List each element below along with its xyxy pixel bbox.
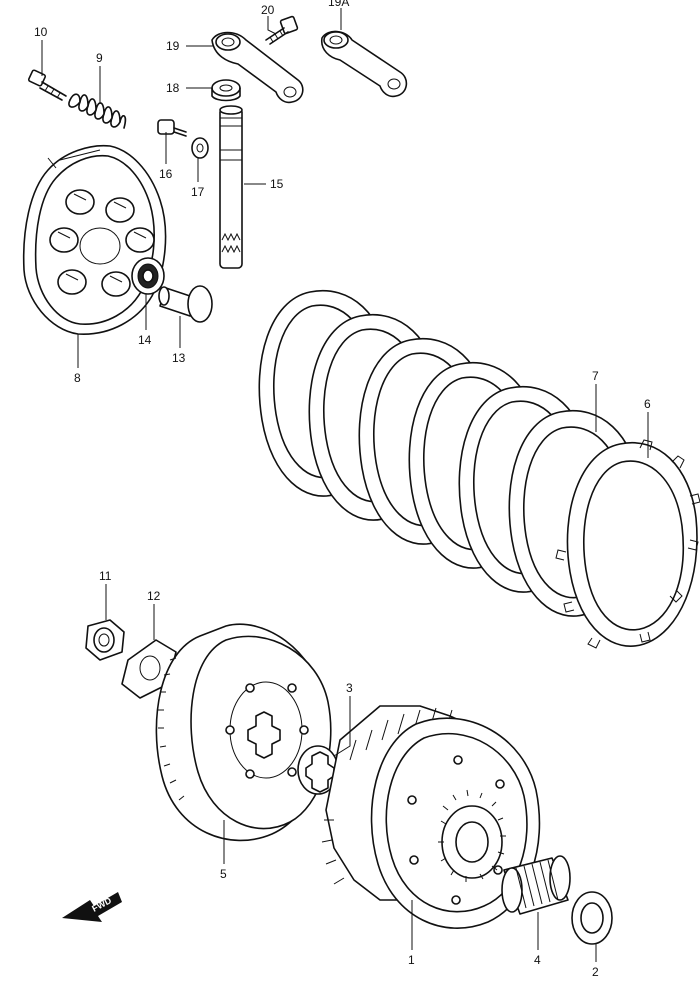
- part-16-bolt: [157, 119, 187, 137]
- part-19a-release-lever: [320, 30, 408, 98]
- part-17-washer: [191, 137, 209, 159]
- callout-5: 5: [220, 867, 227, 881]
- callout-10: 10: [34, 25, 48, 39]
- part-14-bearing: [131, 257, 165, 295]
- callout-14: 14: [138, 333, 152, 347]
- callout-labels: 20 19A 19 18 10 9 16 17 15 8 14 13 7 6 1…: [34, 0, 651, 979]
- callout-7: 7: [592, 369, 599, 383]
- callout-1: 1: [408, 953, 415, 967]
- part-5-primary-driven-gear: [155, 623, 332, 842]
- part-13-push-piece: [158, 285, 213, 323]
- callout-2: 2: [592, 965, 599, 979]
- callout-11: 11: [99, 569, 112, 583]
- callout-4: 4: [534, 953, 541, 967]
- part-8-pressure-plate: [22, 144, 167, 335]
- callout-13: 13: [172, 351, 186, 365]
- callout-12: 12: [147, 589, 161, 603]
- callout-18: 18: [166, 81, 180, 95]
- part-10-bolt: [27, 69, 67, 101]
- part-4-needle-bearing: [501, 855, 571, 915]
- callout-15: 15: [270, 177, 284, 191]
- part-2-thrust-washer: [571, 891, 613, 945]
- callout-20: 20: [261, 3, 275, 17]
- callout-19a: 19A: [328, 0, 349, 9]
- callout-17: 17: [191, 185, 205, 199]
- callout-9: 9: [96, 51, 103, 65]
- part-20-bolt: [265, 15, 299, 45]
- part-6-friction-plate: [555, 439, 700, 649]
- part-1-clutch-housing: [321, 705, 541, 929]
- callout-8: 8: [74, 371, 81, 385]
- callout-3: 3: [346, 681, 353, 695]
- part-19-release-lever: [211, 31, 304, 104]
- part-18-washer: [211, 79, 241, 102]
- callout-16: 16: [159, 167, 173, 181]
- part-11-nut: [85, 619, 125, 661]
- fwd-direction-arrow: FWD: [62, 892, 122, 922]
- part-3-thrust-washer: [297, 745, 339, 795]
- leader-lines: [41, 8, 649, 962]
- callout-19: 19: [166, 39, 180, 53]
- part-9-spring: [68, 93, 127, 129]
- callout-6: 6: [644, 397, 651, 411]
- part-15-release-shaft: [219, 105, 243, 269]
